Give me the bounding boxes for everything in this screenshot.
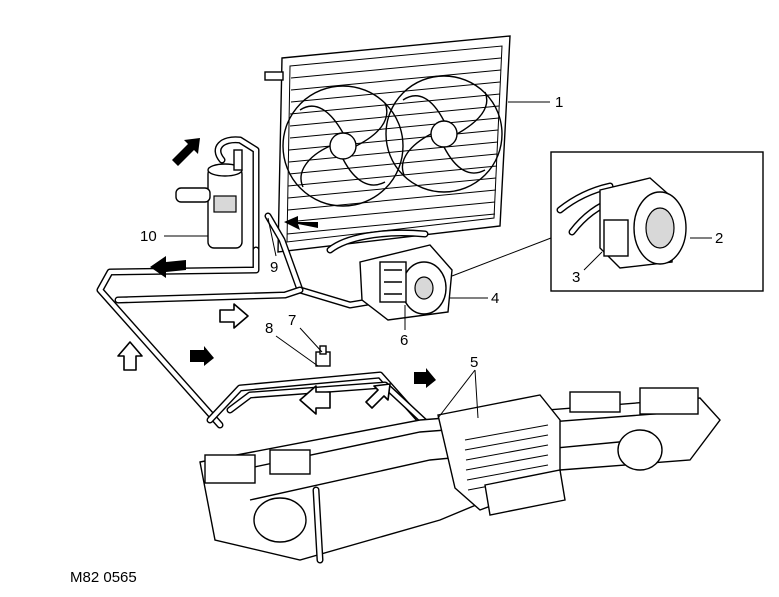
arrow-solid-down <box>190 346 214 366</box>
arrow-hollow-right <box>219 303 249 329</box>
callout-2: 2 <box>715 230 723 247</box>
figure-code: M82 0565 <box>70 569 137 586</box>
left-vent <box>204 454 256 484</box>
callout-5: 5 <box>470 354 478 371</box>
callout-8: 8 <box>265 320 273 337</box>
callouts: 1 2 3 4 5 6 7 8 9 10 <box>140 94 723 371</box>
callout-4: 4 <box>491 290 499 307</box>
arrow-solid-evap <box>414 368 436 388</box>
condenser-assembly <box>264 35 511 253</box>
pressure-switch <box>175 187 211 203</box>
arrow-hollow-up <box>117 341 143 371</box>
callout-6: 6 <box>400 332 408 349</box>
callout-7: 7 <box>288 312 296 329</box>
arrow-hollow-upright <box>365 383 391 409</box>
arrow-solid-left <box>150 256 186 278</box>
fan-right <box>385 75 503 193</box>
fan-left <box>282 85 404 207</box>
callout-1: 1 <box>555 94 563 111</box>
condenser-bracket <box>264 71 284 81</box>
arrow-solid-condenser <box>284 216 318 230</box>
callout-3: 3 <box>572 269 580 286</box>
compressor <box>359 244 453 321</box>
right-vent <box>639 387 699 415</box>
callout-10: 10 <box>140 228 157 245</box>
pipework <box>96 212 432 429</box>
arrow-solid-drier <box>172 138 200 166</box>
arrow-hollow-left <box>299 385 331 415</box>
evaporator-and-fascia <box>199 387 721 564</box>
callout-9: 9 <box>270 259 278 276</box>
flow-arrows <box>117 138 436 415</box>
leader-lines <box>164 101 712 419</box>
inset-detail <box>451 151 764 292</box>
receiver-drier <box>175 136 260 254</box>
